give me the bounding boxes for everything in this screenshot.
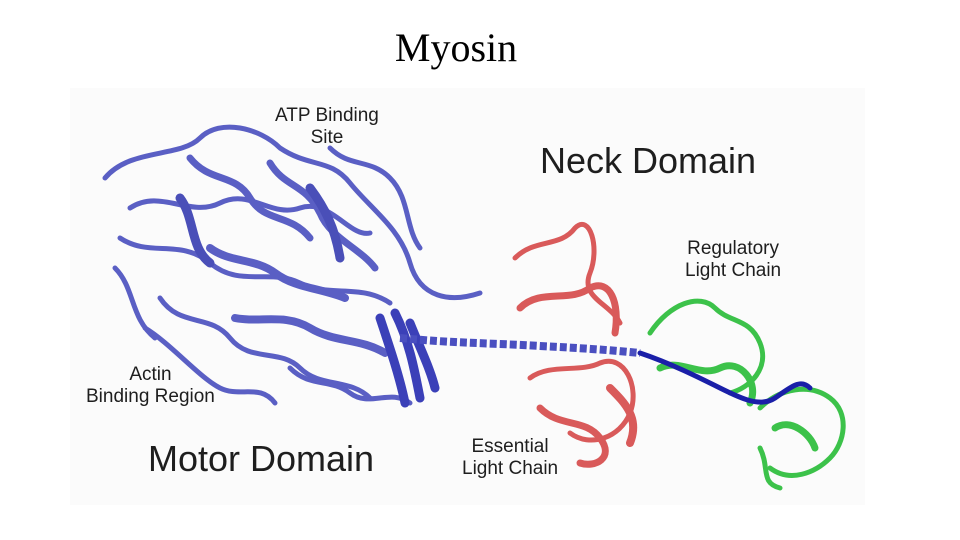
protein-figure: ATP Binding Site Neck Domain Regulatory … bbox=[70, 88, 865, 505]
motor-domain-structure bbox=[102, 124, 483, 406]
actin-binding-region-label: Actin Binding Region bbox=[86, 364, 215, 407]
essential-light-chain-structure bbox=[512, 222, 638, 468]
slide-title: Myosin bbox=[394, 25, 518, 70]
converter-subdomain bbox=[375, 308, 440, 408]
lever-arm-helix bbox=[399, 334, 641, 357]
motor-domain-label: Motor Domain bbox=[148, 438, 375, 479]
heavy-chain-tail bbox=[637, 350, 813, 405]
regulatory-light-chain-structure bbox=[647, 298, 846, 491]
myosin-ribbon-structure bbox=[102, 124, 846, 491]
essential-light-chain-label: Essential Light Chain bbox=[462, 436, 559, 479]
neck-domain-label: Neck Domain bbox=[540, 140, 757, 181]
regulatory-light-chain-label: Regulatory Light Chain bbox=[685, 238, 782, 281]
atp-binding-site-label: ATP Binding Site bbox=[275, 105, 379, 148]
